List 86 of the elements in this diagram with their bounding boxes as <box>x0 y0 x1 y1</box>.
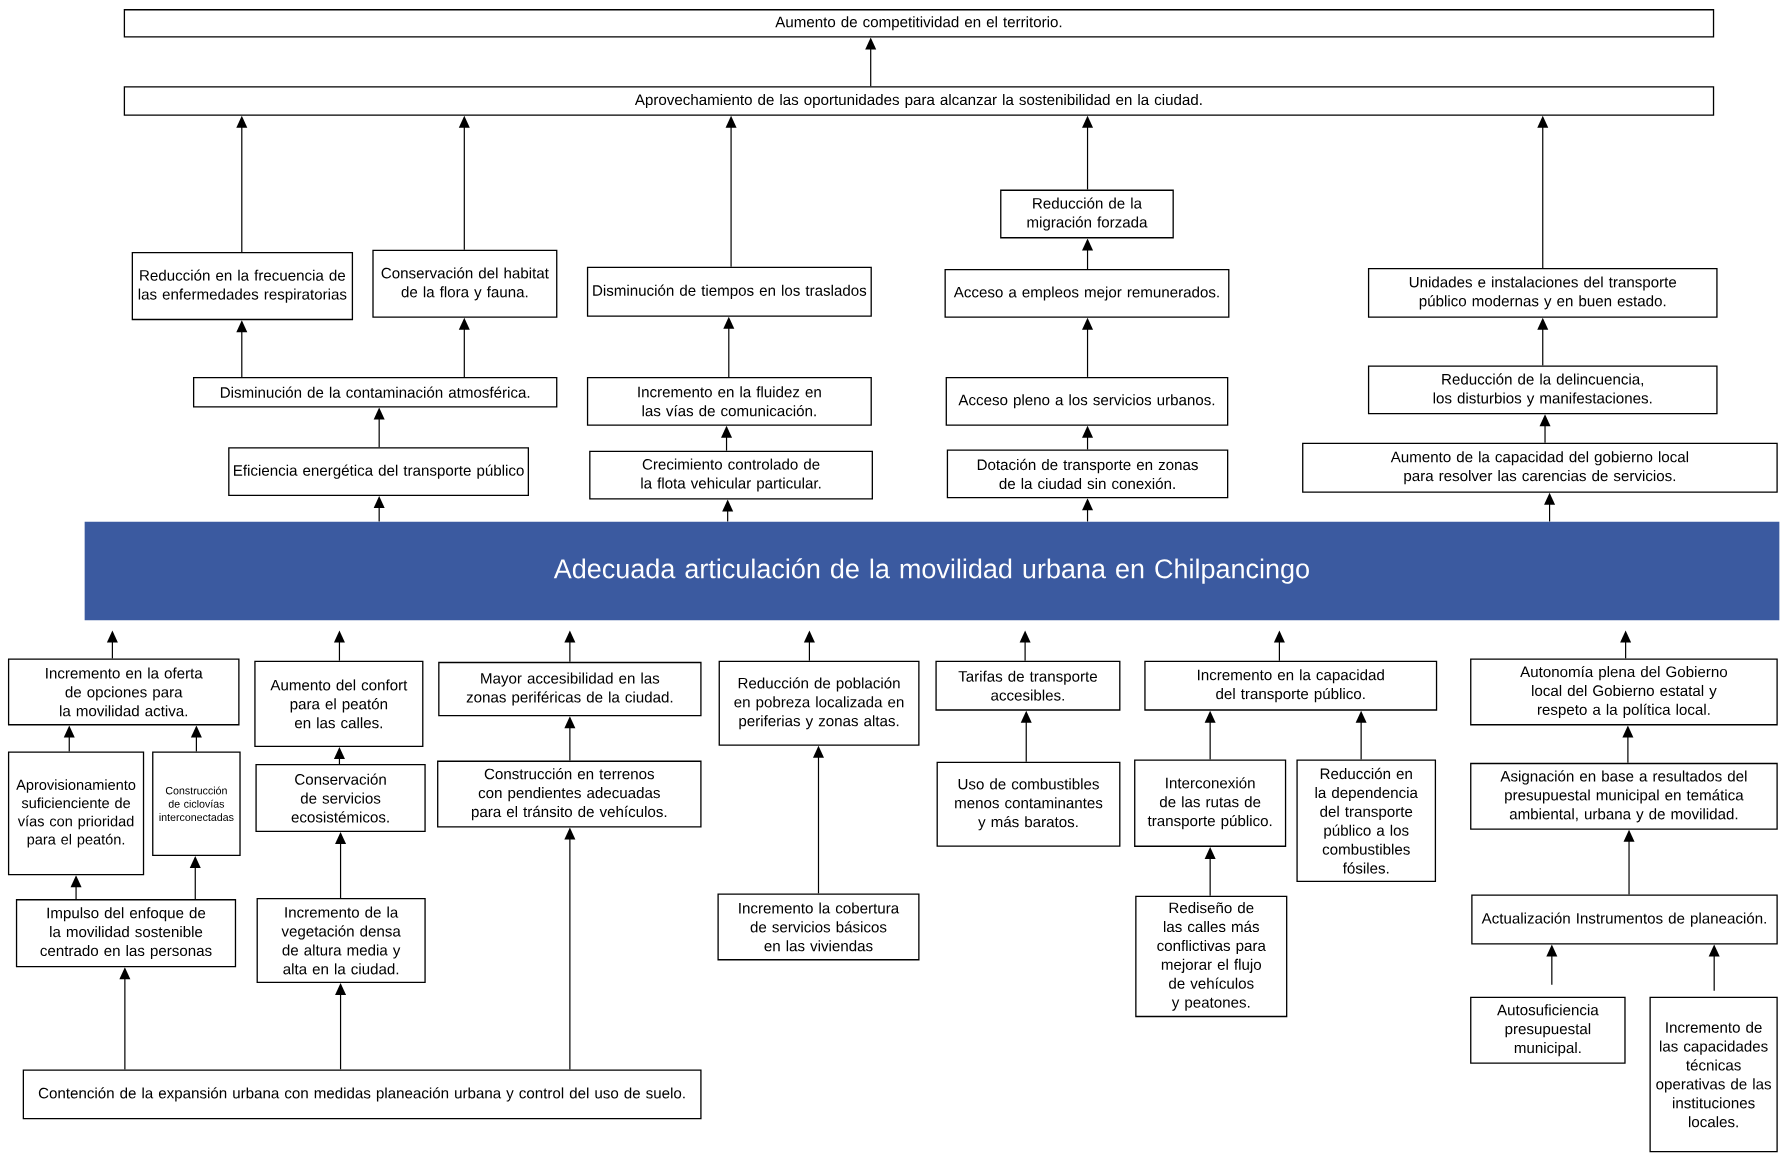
arrow <box>721 425 733 452</box>
arrow <box>1082 317 1094 378</box>
objective-box: Incremento la cobertura de servicios básicos en las viviendas <box>717 893 920 961</box>
objective-box: Contención de la expansión urbana con medidas planeación urbana y control del uso de suelo. <box>22 1069 702 1120</box>
objective-box: Unidades e instalaciones del transporte público modernas y en buen estado. <box>1367 267 1718 318</box>
objective-box: Conservación de servicios ecosistémicos. <box>255 764 426 833</box>
arrow <box>564 630 576 663</box>
arrow <box>1273 630 1285 662</box>
arrow <box>1082 498 1094 523</box>
arrow <box>373 407 385 448</box>
objective-box: Dotación de transporte en zonas de la ciudad sin conexión. <box>946 449 1229 499</box>
objective-box: Aumento de la capacidad del gobierno local para resolver las carencias de servicios. <box>1302 442 1778 493</box>
arrow <box>1539 414 1551 444</box>
objective-box: Reducción en la frecuencia de las enfermedades respiratorias <box>131 252 354 321</box>
objective-box: Construcción de ciclovías interconectadas <box>152 751 241 856</box>
arrow <box>803 630 815 662</box>
objective-box: Disminución de tiempos en los traslados <box>586 266 872 317</box>
objective-box: Impulso del enfoque de la movilidad sostenible centrado en las personas <box>15 899 237 968</box>
objective-box: Aprovechamiento de las oportunidades para alcanzar la sostenibilidad en la ciudad. <box>123 86 1715 116</box>
arrow <box>333 747 345 765</box>
arrow <box>1546 944 1558 986</box>
arrow <box>1082 238 1094 270</box>
objective-box: Conservación del habitat de la flora y fauna. <box>372 249 558 318</box>
arrow <box>190 725 202 753</box>
arrow <box>458 115 470 251</box>
arrow <box>1620 630 1632 660</box>
arrow <box>1082 425 1094 451</box>
objective-box: Uso de combustibles menos contaminantes y más baratos. <box>936 761 1121 847</box>
objective-box: Acceso pleno a los servicios urbanos. <box>945 376 1229 426</box>
arrow <box>1623 829 1635 896</box>
arrow <box>722 499 734 523</box>
title-banner: Adecuada articulación de la movilidad urbana en Chilpancingo <box>84 521 1780 621</box>
objective-box: Incremento de las capacidades técnicas operativas de las instituciones locales. <box>1649 996 1778 1153</box>
arrow <box>70 875 82 900</box>
arrow <box>564 827 576 1070</box>
objective-box: Mayor accesibilidad en las zonas periféricas de la ciudad. <box>438 661 702 717</box>
arrow <box>63 725 75 753</box>
objective-box: Aprovisionamiento suficienciente de vías con prioridad para el peatón. <box>7 751 145 876</box>
objective-box: Autosuficiencia presupuestal municipal. <box>1470 996 1626 1064</box>
objective-box: Reducción de población en pobreza localizada en periferias y zonas altas. <box>718 660 920 746</box>
arrow <box>236 320 248 378</box>
objective-box: Reducción de la delincuencia, los disturbios y manifestaciones. <box>1367 365 1718 415</box>
objective-box: Eficiencia energética del transporte público <box>228 447 529 497</box>
objective-box: Incremento en la fluidez en las vías de comunicación. <box>586 376 872 426</box>
arrow <box>1622 725 1634 764</box>
objective-box: Reducción en la dependencia del transporte público a los combustibles fósiles. <box>1296 759 1437 883</box>
arrow <box>1544 492 1556 523</box>
arrow <box>1537 317 1549 367</box>
arrow <box>106 630 118 660</box>
arrow <box>335 983 347 1070</box>
arrow <box>1082 115 1094 191</box>
objective-box: Actualización Instrumentos de planeación. <box>1471 894 1778 945</box>
arrow <box>1537 115 1549 269</box>
objective-box: Crecimiento controlado de la flota vehicular particular. <box>589 450 873 500</box>
objective-box: Incremento de la vegetación densa de altura media y alta en la ciudad. <box>256 897 426 984</box>
objective-box: Interconexión de las rutas de transporte público. <box>1134 759 1287 847</box>
arrow <box>725 115 737 268</box>
arrow <box>373 496 385 523</box>
objective-box: Incremento en la oferta de opciones para la movilidad activa. <box>7 658 240 726</box>
arrow <box>119 967 131 1070</box>
objective-box: Incremento en la capacidad del transporte público. <box>1144 660 1438 711</box>
objective-box: Reducción de la migración forzada <box>1000 189 1174 239</box>
arrow <box>1355 710 1367 761</box>
objective-box: Tarifas de transporte accesibles. <box>935 660 1121 711</box>
arrow <box>564 716 576 762</box>
objective-box: Construcción en terrenos con pendientes adecuadas para el tránsito de vehículos. <box>437 760 702 828</box>
arrow <box>458 317 470 378</box>
objective-box: Disminución de la contaminación atmosférica. <box>193 376 558 408</box>
objective-box: Aumento del confort para el peatón en las calles. <box>254 660 424 747</box>
objective-box: Autonomía plena del Gobierno local del Gobierno estatal y respeto a la política local. <box>1470 658 1778 726</box>
arrow <box>333 630 345 662</box>
arrow <box>335 832 347 899</box>
arrow <box>1708 944 1720 992</box>
arrow <box>1020 710 1032 763</box>
arrow <box>1204 846 1216 897</box>
objective-box: Asignación en base a resultados del presupuestal municipal en temática ambiental, urbana y de movilidad. <box>1470 762 1778 830</box>
arrow <box>189 855 201 900</box>
arrow <box>723 316 735 378</box>
arrow <box>865 37 877 87</box>
arrow <box>1019 630 1031 662</box>
arrow <box>236 115 248 253</box>
objective-box: Aumento de competitividad en el territorio. <box>123 9 1715 38</box>
arrow <box>1204 710 1216 761</box>
objective-box: Rediseño de las calles más conflictivas para mejorar el flujo de vehículos y peatones. <box>1135 895 1288 1018</box>
objective-box: Acceso a empleos mejor remunerados. <box>944 269 1230 318</box>
arrow <box>813 745 824 894</box>
